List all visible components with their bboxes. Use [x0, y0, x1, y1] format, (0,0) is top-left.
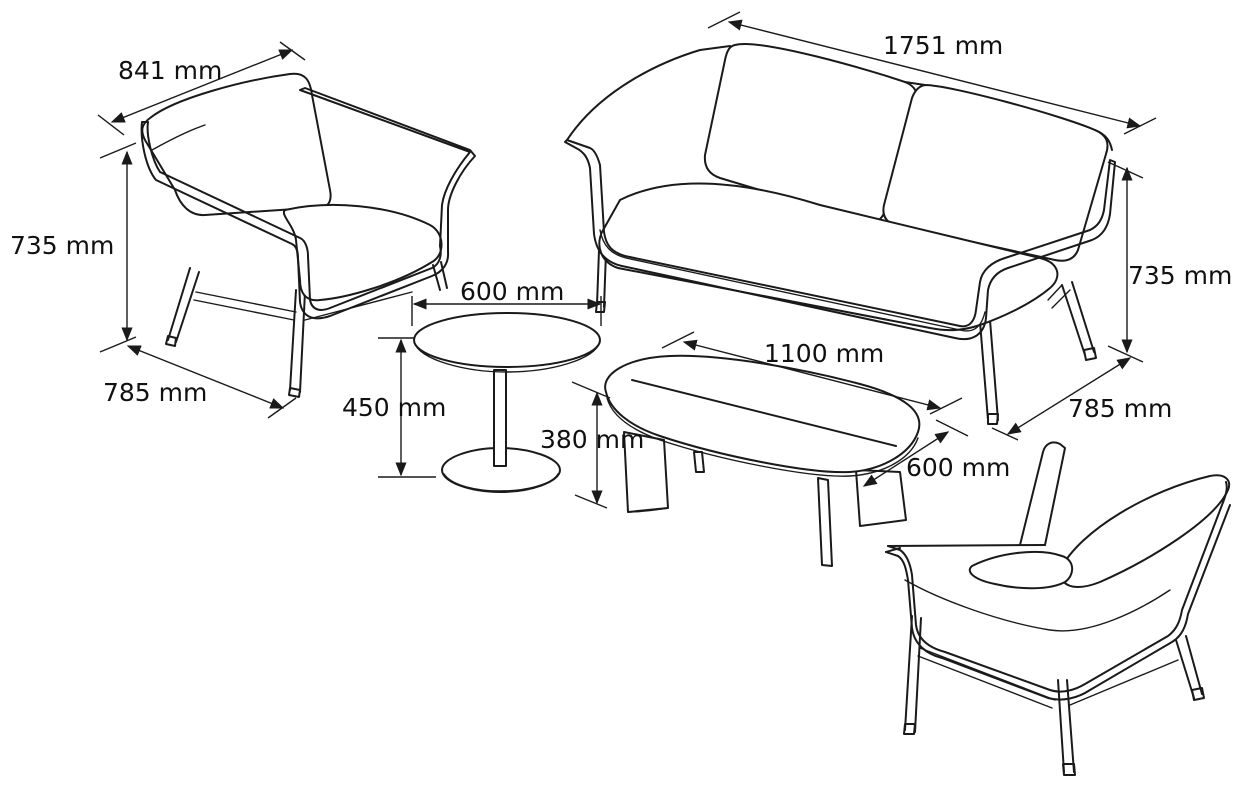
- dimension-tick: [99, 142, 137, 159]
- dimension-tick: [279, 41, 306, 61]
- armchair-left-shell-line: [151, 124, 206, 151]
- armchair-right-leg: [1057, 679, 1075, 773]
- armchair-right-frame: [887, 481, 1228, 693]
- dimension-tick: [1107, 161, 1144, 179]
- coffee-table-leg-edge: [627, 507, 669, 513]
- coffee-table: [604, 354, 921, 567]
- dimension-tick: [929, 397, 963, 415]
- armchair-right-foot: [1062, 763, 1076, 776]
- label-coffee-table-height: 380 mm: [540, 425, 644, 454]
- armchair-left-stretcher: [193, 291, 413, 321]
- armchair-right-foot: [903, 723, 916, 735]
- label-armchair-width: 841 mm: [118, 56, 222, 85]
- dimension-line-sofa-width: [727, 19, 1142, 129]
- label-sofa-depth: 785 mm: [1068, 394, 1172, 423]
- coffee-table-leg: [817, 477, 833, 567]
- armchair-left-leg: [167, 267, 200, 343]
- dimension-line-armchair-depth: [126, 345, 285, 409]
- armchair-right-leg: [1175, 635, 1203, 699]
- label-sofa-width: 1751 mm: [883, 31, 1003, 60]
- sofa-seat-rail: [599, 229, 986, 332]
- side-table-stem: [493, 369, 507, 467]
- dimension-tick: [1107, 345, 1144, 363]
- label-side-table-height: 450 mm: [342, 393, 446, 422]
- armchair-left-dimensions: 841 mm 735 mm 785 mm: [10, 41, 306, 419]
- coffee-table-seam: [631, 379, 897, 447]
- dimension-tick: [267, 397, 297, 419]
- dimension-tick: [707, 11, 741, 29]
- side-table-dimensions: 600 mm 450 mm: [342, 277, 602, 478]
- label-armchair-depth: 785 mm: [103, 378, 207, 407]
- label-sofa-height: 735 mm: [1128, 261, 1232, 290]
- label-side-table-diameter: 600 mm: [460, 277, 564, 306]
- armchair-right-seat-cushion: [968, 550, 1074, 590]
- armchair-right-back-cushion: [1059, 474, 1230, 588]
- label-coffee-table-width: 600 mm: [906, 453, 1010, 482]
- armchair-left-back-cushion: [141, 72, 332, 217]
- armchair-right-shell-line: [904, 579, 1171, 632]
- armchair-right-foot: [1191, 687, 1205, 701]
- sofa-dimensions: 1751 mm 735 mm 785 mm: [707, 11, 1232, 441]
- coffee-table-dimensions: 1100 mm 380 mm 600 mm: [540, 331, 1010, 509]
- dimension-line-armchair-width: [110, 49, 294, 123]
- side-table-base: [441, 447, 561, 493]
- dimension-tick: [574, 494, 608, 509]
- dimension-line-coffee-table-width: [862, 431, 950, 487]
- armchair-left-frame: [140, 87, 476, 320]
- armchair-right: [885, 441, 1231, 776]
- armchair-left-foot: [165, 335, 177, 347]
- dimension-line-coffee-table-length: [682, 339, 942, 411]
- dimension-tick: [661, 331, 695, 349]
- sofa-leg: [979, 319, 999, 421]
- dimension-line-sofa-depth: [1006, 357, 1132, 435]
- side-table-top: [413, 312, 601, 368]
- armchair-right-arm-rail: [1019, 441, 1066, 546]
- dimension-tick: [1123, 117, 1157, 135]
- side-table-top-edge: [413, 341, 601, 373]
- armchair-left-leg: [432, 261, 448, 291]
- armchair-left-leg: [289, 289, 306, 393]
- sofa-seat-cushion: [598, 182, 1059, 332]
- dimension-tick: [935, 419, 969, 437]
- armchair-right-frame-inner: [885, 504, 1231, 701]
- dimension-tick: [571, 381, 611, 399]
- side-table-base-edge: [443, 473, 559, 492]
- dimension-tick: [99, 336, 137, 353]
- coffee-table-leg: [693, 451, 705, 473]
- label-armchair-height: 735 mm: [10, 231, 114, 260]
- sofa-frame: [564, 139, 1116, 340]
- armchair-right-front-rail: [885, 544, 1046, 553]
- sofa-foot: [1083, 347, 1097, 361]
- sofa-foot: [987, 413, 999, 425]
- dimension-tick: [991, 427, 1019, 441]
- sofa-leg: [1061, 281, 1095, 356]
- coffee-table-leg: [855, 469, 907, 527]
- label-coffee-table-length: 1100 mm: [764, 339, 884, 368]
- dimension-tick: [97, 114, 125, 136]
- sofa-stretcher: [1047, 284, 1071, 309]
- side-table: [413, 312, 601, 493]
- armchair-left-seat-cushion: [282, 204, 443, 302]
- armchair-left-foot: [288, 387, 301, 398]
